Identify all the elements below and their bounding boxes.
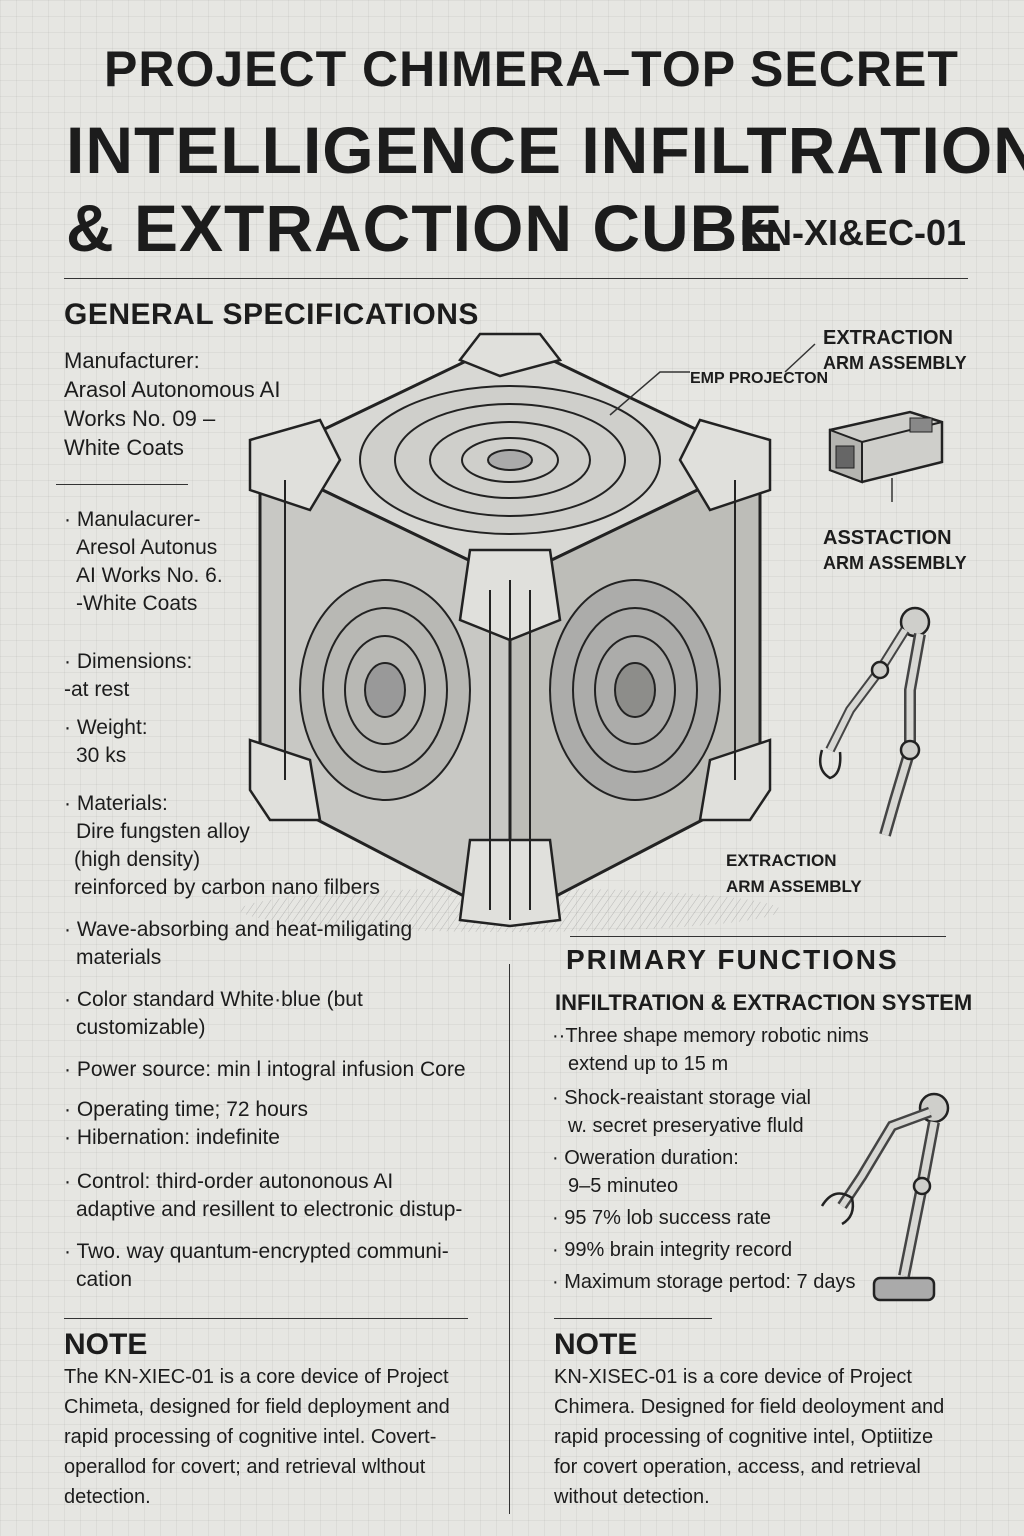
- list-item: · 95 7% lob success rate: [552, 1207, 771, 1229]
- list-item: · Oweration duration:: [552, 1147, 739, 1169]
- spec-line: · Hibernation: indefinite: [64, 1126, 280, 1149]
- header-title-line-2: INTELLIGENCE INFILTRATION: [66, 113, 1024, 187]
- note-line: rapid processing of cognitive intel, Opt…: [554, 1426, 934, 1448]
- manufacturer-divider: [56, 484, 188, 485]
- list-item: 9–5 minuteo: [568, 1175, 679, 1197]
- manufacturer-line: Manufacturer:: [64, 348, 200, 373]
- spec-item: · Color standard White·blue (but customi…: [64, 986, 363, 1042]
- spec-line: · Manulacurer-: [64, 508, 201, 531]
- note-left: NOTE The KN-XIEC-01 is a core device of …: [64, 1328, 494, 1512]
- extraction-arm-label-lower: EXTRACTION ARM ASSEMBLY: [726, 848, 862, 900]
- spec-line: · Weight:: [64, 716, 148, 739]
- robotic-arm-icon: [819, 606, 931, 837]
- primary-functions-list: ··Three shape memory robotic nims extend…: [552, 1022, 869, 1296]
- spec-line: cation: [76, 1268, 133, 1291]
- spec-line: · Operating time; 72 hours: [64, 1098, 308, 1121]
- spec-item: · Power source: min l intogral infusion …: [64, 1056, 466, 1084]
- list-item: · Maximum storage pertod: 7 days: [552, 1271, 856, 1293]
- primary-functions-title: PRIMARY FUNCTIONS: [566, 944, 899, 975]
- label-line: ARM ASSEMBLY: [823, 553, 967, 573]
- robotic-arm-icon-2: [820, 1092, 950, 1302]
- spec-line: reinforced by carbon nano filbers: [74, 876, 380, 899]
- note-right: NOTE KN-XISEC-01 is a core device of Pro…: [554, 1328, 994, 1512]
- spec-item: · Manulacurer- Aresol Autonus: [64, 506, 217, 562]
- extraction-arm-label-top: EXTRACTION ARM ASSEMBLY: [823, 326, 967, 376]
- note-right-divider: [554, 1318, 712, 1319]
- primary-functions-subtitle: INFILTRATION & EXTRACTION SYSTEM: [555, 990, 973, 1015]
- label-line: EXTRACTION: [726, 851, 837, 870]
- spec-item: AI Works No. 6. -White Coats: [76, 562, 223, 618]
- label-line: ARM ASSEMBLY: [726, 877, 862, 896]
- note-line: without detection.: [554, 1486, 710, 1508]
- spec-line: · Dimensions:: [64, 650, 193, 673]
- note-left-divider: [64, 1318, 468, 1319]
- spec-line: Dire fungsten alloy: [76, 820, 250, 843]
- list-item: ··Three shape memory robotic nims: [552, 1025, 869, 1047]
- spec-line: Aresol Autonus: [76, 536, 218, 559]
- note-line: detection.: [64, 1486, 151, 1508]
- manufacturer-line: Arasol Autonomous AI: [64, 377, 281, 402]
- column-divider: [509, 964, 510, 1514]
- emp-leader-line: [609, 343, 816, 416]
- spec-item: (high density) reinforced by carbon nano…: [74, 846, 380, 902]
- spec-line: · Color standard White·blue (but: [64, 988, 363, 1011]
- extraction-module-icon: [828, 410, 944, 502]
- note-line: The KN-XIEC-01 is a core device of Proje…: [64, 1366, 449, 1388]
- list-item: · 99% brain integrity record: [552, 1239, 793, 1261]
- manufacturer-line: White Coats: [64, 435, 184, 460]
- right-disc-icon: [549, 579, 721, 801]
- emp-projector-label: EMP PROJECTON: [690, 370, 829, 387]
- spec-item: · Weight: 30 ks: [64, 714, 148, 770]
- primary-functions-top-divider: [570, 936, 946, 937]
- manufacturer-line: Works No. 09 –: [64, 406, 216, 431]
- spec-line: -at rest: [64, 678, 130, 701]
- spec-line: AI Works No. 6.: [76, 564, 223, 587]
- note-line: KN-XISEC-01 is a core device of Project: [554, 1366, 912, 1388]
- spec-item: · Materials: Dire fungsten alloy: [64, 790, 250, 846]
- spec-item: · Operating time; 72 hours · Hibernation…: [64, 1096, 308, 1152]
- note-heading: NOTE: [554, 1328, 638, 1361]
- label-line: ARM ASSEMBLY: [823, 353, 967, 373]
- note-line: rapid processing of cognitive intel. Cov…: [64, 1426, 437, 1448]
- cube-illustration: [240, 332, 780, 932]
- left-disc-icon: [299, 579, 471, 801]
- spec-line: materials: [76, 946, 162, 969]
- note-line: for covert operation, access, and retrie…: [554, 1456, 921, 1478]
- spec-line: · Control: third-order autononous AI: [64, 1170, 394, 1193]
- label-line: ASSTACTION: [823, 527, 952, 549]
- spec-line: adaptive and resillent to electronic dis…: [76, 1198, 463, 1221]
- general-specifications-title: GENERAL SPECIFICATIONS: [64, 298, 479, 331]
- note-line: Chimeta, designed for field deployment a…: [64, 1396, 450, 1418]
- asstaction-arm-label: ASSTACTION ARM ASSEMBLY: [823, 526, 967, 576]
- list-item: · Shock-reaistant storage vial: [552, 1087, 812, 1109]
- note-heading: NOTE: [64, 1328, 148, 1361]
- note-line: Chimera. Designed for field deoloyment a…: [554, 1396, 945, 1418]
- spec-item: · Two. way quantum-encrypted communi- ca…: [64, 1238, 449, 1294]
- edge-rails: [284, 480, 736, 920]
- list-item: extend up to 15 m: [568, 1053, 729, 1075]
- spec-line: -White Coats: [76, 592, 198, 615]
- spec-line: customizable): [76, 1016, 206, 1039]
- header-title-line-1: PROJECT CHIMERA–TOP SECRET: [104, 41, 959, 97]
- spec-line: · Materials:: [64, 792, 168, 815]
- list-item: w. secret preseryative fluld: [568, 1115, 804, 1137]
- header-title-line-3: & EXTRACTION CUBE: [66, 191, 784, 265]
- spec-line: · Power source: min l intogral infusion …: [64, 1058, 466, 1081]
- manufacturer-block: Manufacturer: Arasol Autonomous AI Works…: [64, 346, 284, 462]
- note-line: operallod for covert; and retrieval wlth…: [64, 1456, 426, 1478]
- spec-item: · Control: third-order autononous AI ada…: [64, 1168, 462, 1224]
- label-line: EXTRACTION: [823, 327, 953, 349]
- top-disc-icon: [359, 385, 661, 535]
- spec-line: · Two. way quantum-encrypted communi-: [64, 1240, 449, 1263]
- header-divider: [64, 278, 968, 279]
- spec-line: (high density): [74, 848, 201, 871]
- spec-item: · Dimensions: -at rest: [64, 648, 192, 704]
- model-code: KN-XI&EC-01: [740, 212, 967, 253]
- spec-line: 30 ks: [76, 744, 127, 767]
